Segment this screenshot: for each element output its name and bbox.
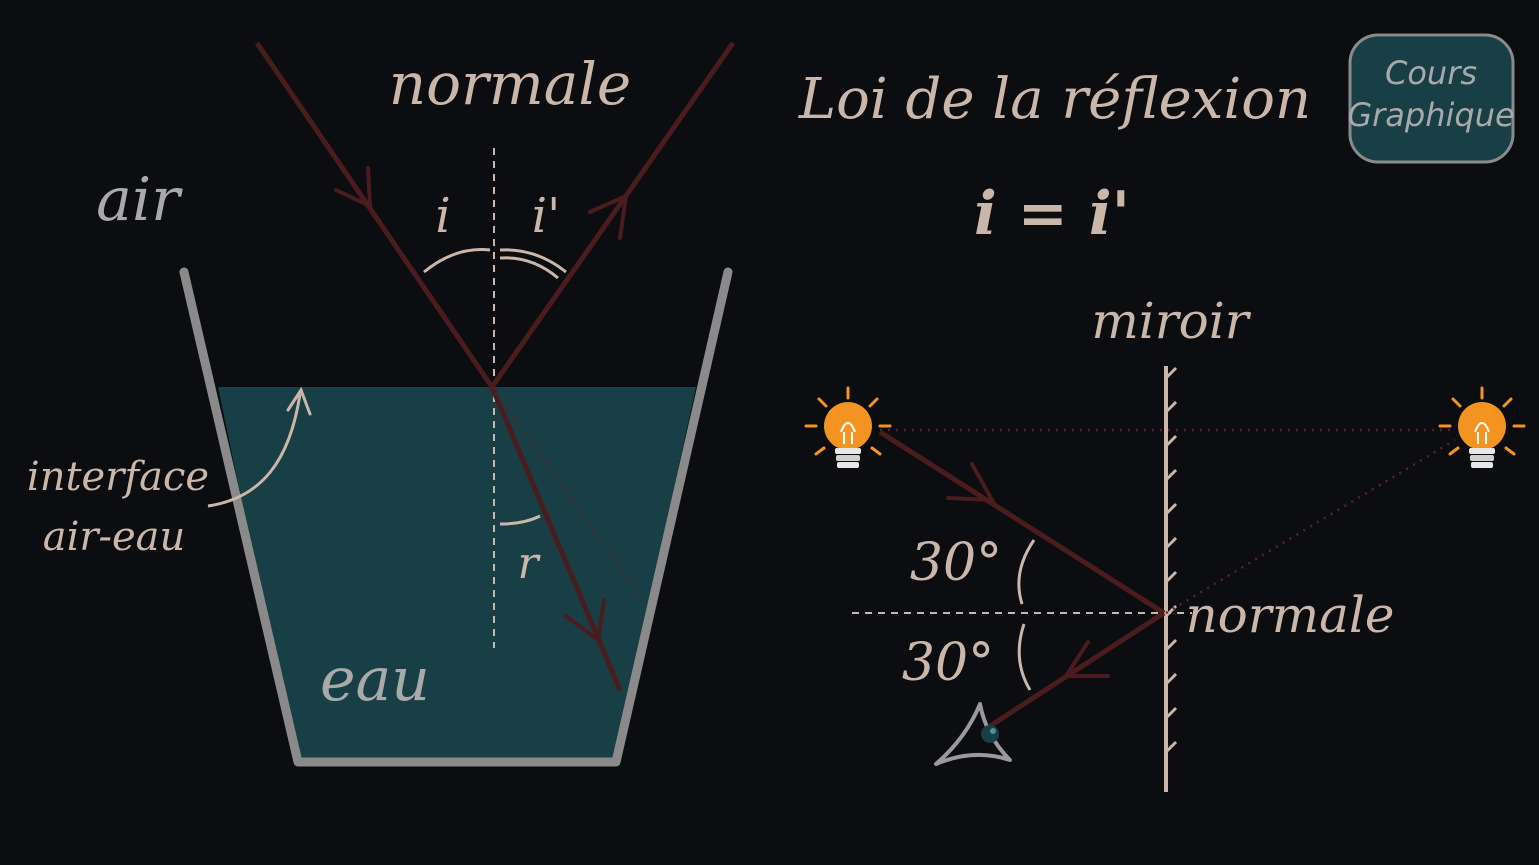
angle-i-prime-arc-1 bbox=[499, 248, 567, 274]
angle-top-label: 30° bbox=[910, 533, 1002, 593]
mirror-hatch-mark bbox=[1164, 502, 1178, 516]
mirror-hatch-mark bbox=[1164, 536, 1178, 550]
angle-r-arc bbox=[499, 514, 541, 526]
reflected-ray-arrow bbox=[588, 192, 629, 240]
eye-icon bbox=[934, 702, 1012, 766]
undeviated-ray-dotted bbox=[490, 386, 642, 597]
mirror-hatch-mark bbox=[1164, 740, 1178, 754]
logo-box bbox=[1348, 33, 1515, 164]
incident-ray bbox=[254, 41, 495, 389]
mirror-hatch-mark bbox=[1164, 434, 1178, 448]
mirror-hatch-mark bbox=[1164, 672, 1178, 686]
interface-label-line1: interface bbox=[27, 454, 209, 500]
angle-bottom-label: 30° bbox=[902, 633, 994, 693]
interface-pointer-arrow bbox=[207, 393, 302, 508]
angle-top-arc bbox=[1017, 539, 1036, 605]
logo-line2: Graphique bbox=[1347, 96, 1514, 134]
mirror-hatch-mark bbox=[1164, 400, 1178, 414]
formula: i = i' bbox=[974, 179, 1130, 249]
mirror-hatch-mark bbox=[1164, 638, 1178, 652]
logo: Cours Graphique bbox=[1347, 33, 1515, 164]
right-normal-label: normale bbox=[1185, 586, 1394, 644]
water-body bbox=[218, 387, 696, 762]
angle-i-label: i bbox=[435, 188, 450, 244]
medium-air-label: air bbox=[96, 165, 183, 235]
light-bulb-icon bbox=[804, 386, 892, 468]
mirror-hatch-mark bbox=[1164, 570, 1178, 584]
title: Loi de la réflexion bbox=[798, 67, 1311, 132]
angle-r-label: r bbox=[517, 538, 541, 589]
left-rays bbox=[254, 41, 736, 691]
angle-i-prime-arc-2 bbox=[499, 256, 559, 280]
mirror-hatch-mark bbox=[1164, 706, 1178, 720]
right-incident-ray-arrow bbox=[946, 462, 996, 503]
right-reflected-ray bbox=[988, 610, 1166, 729]
reflected-ray bbox=[489, 41, 736, 389]
glass-of-water bbox=[179, 267, 733, 767]
glass-outline bbox=[179, 267, 733, 767]
mirror bbox=[1164, 366, 1178, 792]
angle-i-prime-label: i' bbox=[532, 188, 561, 244]
mirror-label: miroir bbox=[1091, 292, 1251, 350]
logo-line1: Cours bbox=[1385, 54, 1477, 92]
right-reflected-ray-arrow bbox=[1062, 640, 1110, 678]
image-to-mirror-dotted bbox=[1165, 438, 1456, 615]
left-normal-label: normale bbox=[389, 50, 631, 118]
interface-label-line2: air-eau bbox=[43, 514, 186, 560]
medium-water-label: eau bbox=[320, 645, 430, 715]
angle-i-arc bbox=[423, 247, 491, 274]
interface-pointer-arrowhead bbox=[286, 386, 312, 416]
refracted-ray-arrow bbox=[564, 598, 606, 644]
mirror-hatch-mark bbox=[1164, 366, 1178, 380]
angle-bottom-arc bbox=[1017, 623, 1032, 691]
incident-ray-arrow bbox=[334, 166, 373, 210]
light-bulb-image-icon bbox=[1438, 386, 1526, 468]
mirror-hatch-mark bbox=[1164, 468, 1178, 482]
right-incident-ray bbox=[878, 429, 1166, 616]
